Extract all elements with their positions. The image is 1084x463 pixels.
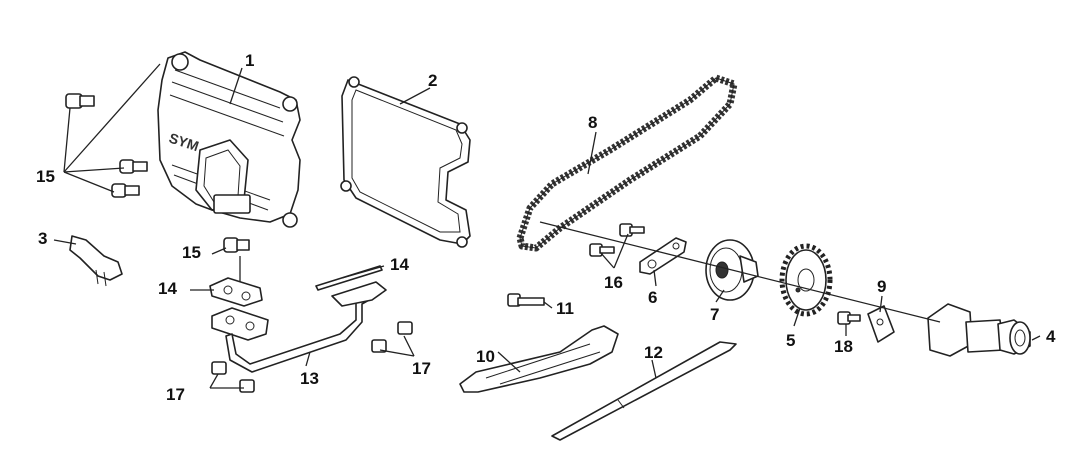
sensor-part — [69, 235, 123, 287]
callout-18: 18 — [834, 337, 853, 356]
callout-11: 11 — [556, 299, 574, 318]
callout-14-right: 14 — [390, 255, 409, 274]
bolt-15-bottom — [223, 237, 250, 253]
callout-14-left: 14 — [158, 279, 177, 298]
bolt-11 — [507, 293, 545, 307]
bolt-18 — [837, 311, 861, 325]
callout-17-left: 17 — [166, 385, 185, 404]
chain-guide-strip — [551, 341, 737, 441]
callout-12: 12 — [644, 343, 663, 362]
callout-4: 4 — [1046, 327, 1056, 346]
gasket-plate-14 — [209, 277, 263, 307]
bolt-16-a — [619, 223, 645, 237]
callout-3: 3 — [38, 229, 47, 248]
callout-17-right: 17 — [412, 359, 431, 378]
bolt-16-b — [589, 243, 615, 257]
callout-15-left: 15 — [36, 167, 55, 186]
camshaft — [927, 303, 1031, 357]
callout-10: 10 — [476, 347, 495, 366]
bolt-15-mid — [119, 159, 148, 174]
cylinder-head-cover: SYM — [157, 51, 301, 228]
callout-2: 2 — [428, 71, 437, 90]
callout-16: 16 — [604, 273, 623, 292]
callout-9: 9 — [877, 277, 886, 296]
cam-sprocket — [779, 243, 833, 317]
tensioner-guide — [459, 325, 619, 393]
nut-17-a — [211, 361, 227, 375]
nut-17-b — [239, 379, 255, 393]
lock-plate-9 — [867, 305, 895, 343]
bolt-15-lower — [111, 183, 140, 198]
bolt-15-upper — [65, 93, 95, 109]
callout-7: 7 — [710, 305, 719, 324]
callout-1: 1 — [245, 51, 254, 70]
nut-17-c — [371, 339, 387, 353]
callout-6: 6 — [648, 288, 657, 307]
callout-labels: 1 2 3 4 5 6 7 8 9 10 11 12 13 14 14 15 1… — [36, 51, 1056, 404]
cover-gasket — [340, 76, 471, 248]
callout-13: 13 — [300, 369, 319, 388]
leader-lines — [53, 63, 1041, 389]
plate-6 — [639, 237, 687, 275]
callout-5: 5 — [786, 331, 795, 350]
callout-15-lower: 15 — [182, 243, 201, 262]
nut-17-d — [397, 321, 413, 335]
callout-8: 8 — [588, 113, 597, 132]
oil-pipe — [211, 281, 387, 373]
cam-chain — [516, 74, 738, 252]
